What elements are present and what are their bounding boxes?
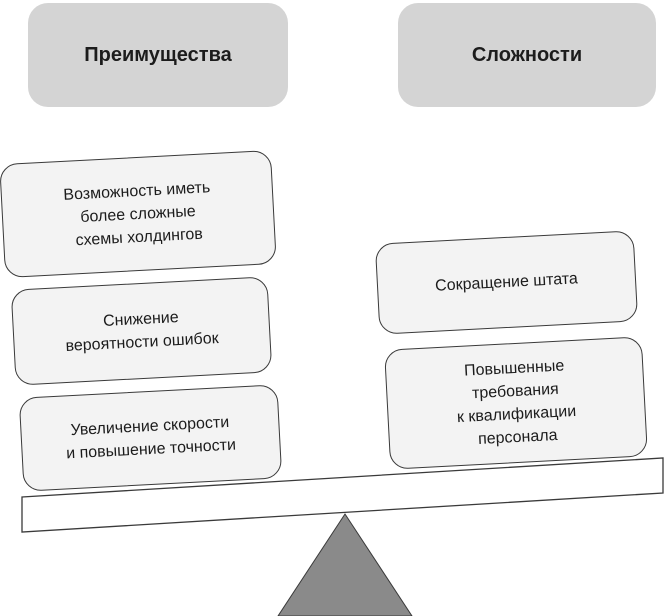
- difficulties-header-label: Сложности: [471, 43, 583, 66]
- advantages-header-label: Преимущества: [84, 43, 232, 66]
- scale-beam: [21, 457, 664, 533]
- scale-fulcrum: [277, 513, 413, 616]
- difficulties-header: Сложности: [398, 3, 656, 107]
- advantages-header: Преимущества: [28, 3, 288, 107]
